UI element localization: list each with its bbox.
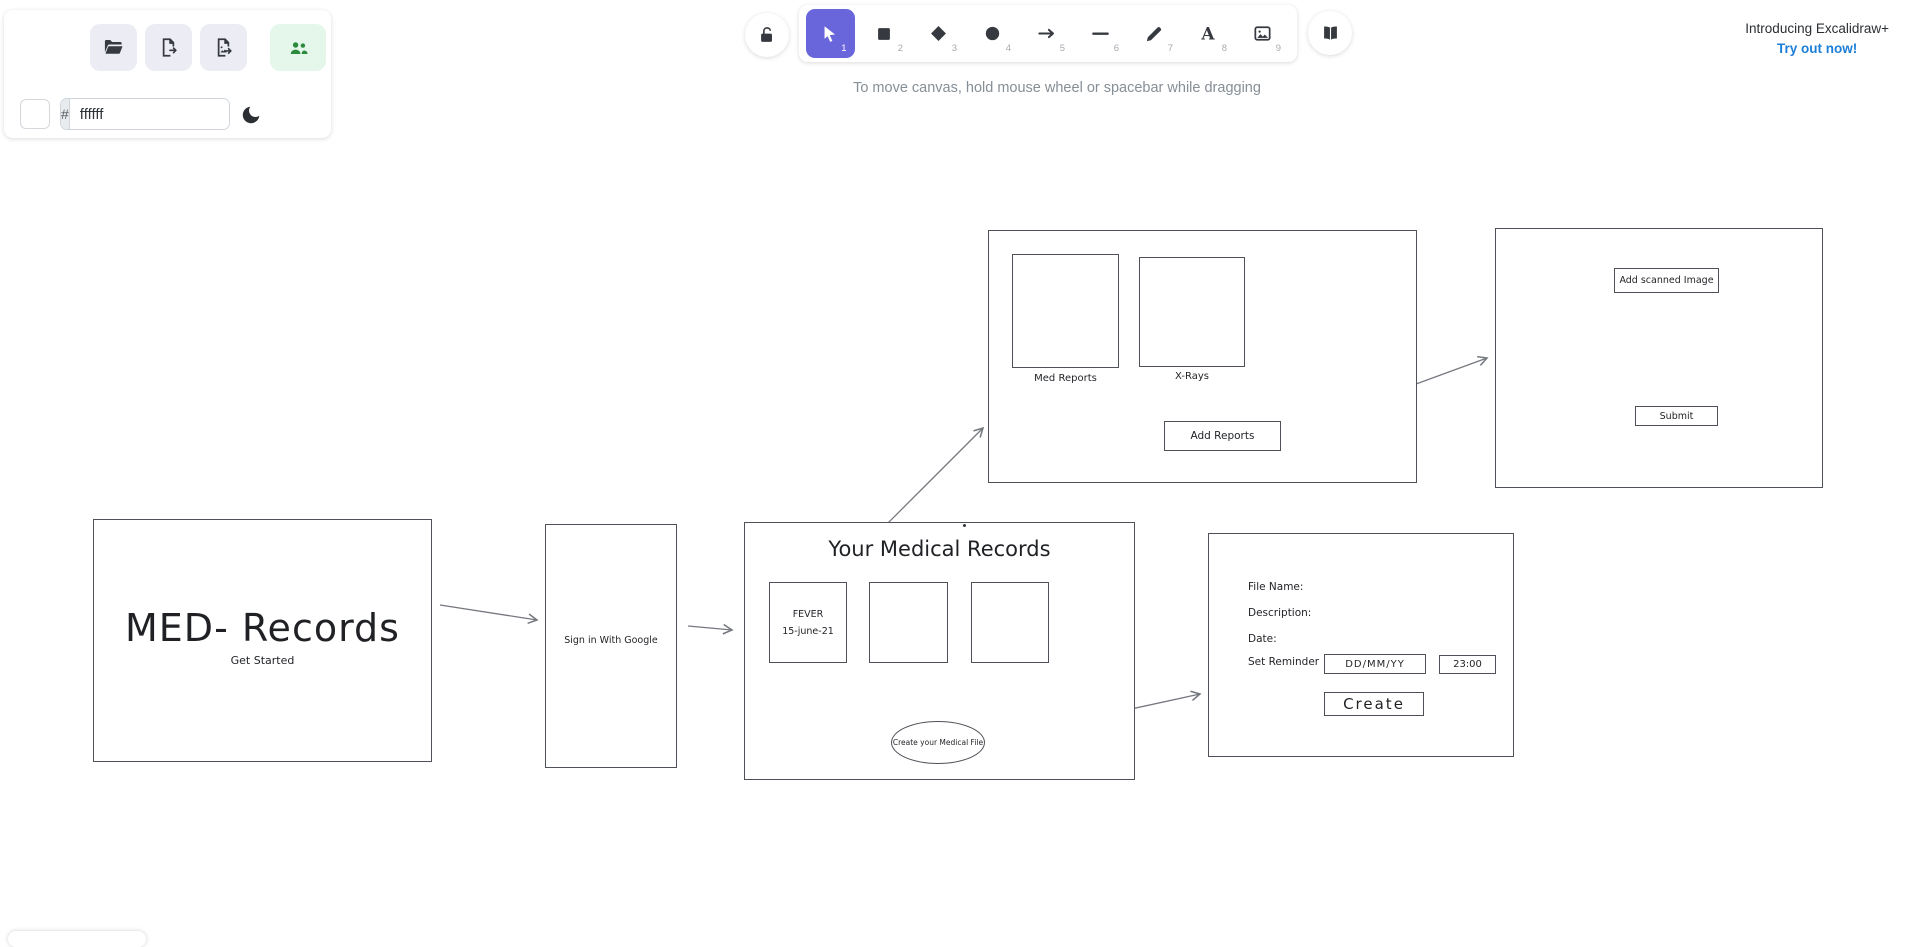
folder-open-icon xyxy=(104,39,123,54)
try-out-now-link[interactable]: Try out now! xyxy=(1777,41,1858,56)
create-label: Create xyxy=(1343,695,1405,713)
add-reports-label: Add Reports xyxy=(1190,430,1255,442)
reminder-form-box[interactable]: File Name: Description: Date: Set Remind… xyxy=(1208,533,1514,757)
time-input-box[interactable]: 23:00 xyxy=(1439,655,1496,674)
selection-cursor-icon xyxy=(824,25,835,42)
arrow-icon xyxy=(1037,28,1054,39)
pencil-icon xyxy=(1146,26,1162,41)
lock-button[interactable] xyxy=(745,13,789,57)
description-label: Description: xyxy=(1248,607,1312,619)
tool-image[interactable]: 9 xyxy=(1235,9,1289,58)
users-icon xyxy=(290,41,308,54)
create-medical-file-label: Create your Medical File xyxy=(892,738,984,747)
tool-line[interactable]: 6 xyxy=(1073,9,1127,58)
create-button[interactable]: Create xyxy=(1324,692,1424,716)
library-button[interactable] xyxy=(1308,11,1352,55)
get-started-label: Get Started xyxy=(230,654,295,667)
tool-text[interactable]: A 8 xyxy=(1181,9,1235,58)
record-card-empty-2[interactable] xyxy=(971,582,1049,663)
moon-icon xyxy=(242,106,260,124)
export-image-button[interactable] xyxy=(200,24,247,71)
date-input-box[interactable]: DD/MM/YY xyxy=(1324,654,1426,674)
tool-arrow[interactable]: 5 xyxy=(1019,9,1073,58)
theme-toggle-button[interactable] xyxy=(237,101,265,129)
submit-button[interactable]: Submit xyxy=(1635,406,1718,426)
add-reports-button[interactable]: Add Reports xyxy=(1164,421,1281,451)
live-collaboration-button[interactable] xyxy=(270,24,326,71)
scan-box[interactable]: Add scanned Image Submit xyxy=(1495,228,1823,488)
med-reports-label: Med Reports xyxy=(1034,373,1097,384)
record-card-empty-1[interactable] xyxy=(869,582,948,663)
line-icon xyxy=(1091,32,1109,35)
reports-box[interactable]: Med Reports X-Rays Add Reports xyxy=(988,230,1417,483)
unlock-icon xyxy=(761,27,772,42)
add-scanned-image-button[interactable]: Add scanned Image xyxy=(1614,268,1719,293)
file-name-label: File Name: xyxy=(1248,581,1304,593)
med-records-box[interactable]: MED- Records Get Started xyxy=(93,519,432,762)
canvas-color-field: # xyxy=(60,98,230,130)
med-reports-placeholder[interactable] xyxy=(1012,254,1119,368)
med-records-title: MED- Records xyxy=(125,606,400,650)
main-menu-panel: # xyxy=(4,10,331,138)
promo-text: Introducing Excalidraw+ xyxy=(1745,21,1889,36)
date-input-value: DD/MM/YY xyxy=(1345,658,1405,670)
export-file-button[interactable] xyxy=(145,24,192,71)
create-medical-file-ellipse[interactable]: Create your Medical File xyxy=(891,721,985,764)
text-icon: A xyxy=(1200,24,1215,44)
arrow-med-to-signin xyxy=(439,604,539,625)
record-card-fever[interactable]: FEVER 15-june-21 xyxy=(769,582,847,663)
xrays-placeholder[interactable] xyxy=(1139,257,1245,367)
submit-label: Submit xyxy=(1659,410,1694,422)
xrays-label: X-Rays xyxy=(1175,371,1209,382)
canvas-background-swatch[interactable] xyxy=(20,99,50,129)
file-export-icon xyxy=(162,38,177,57)
set-reminder-label: Set Reminder xyxy=(1248,656,1320,668)
book-icon xyxy=(1323,25,1337,40)
diamond-icon xyxy=(930,26,946,41)
ellipse-icon xyxy=(985,26,999,41)
stray-dot xyxy=(963,524,966,527)
medical-records-box[interactable]: Your Medical Records FEVER 15-june-21 Cr… xyxy=(744,522,1135,780)
hex-prefix: # xyxy=(61,99,70,129)
sign-in-box[interactable]: Sign in With Google xyxy=(545,524,677,768)
canvas-hint: To move canvas, hold mouse wheel or spac… xyxy=(853,80,1261,96)
tool-rectangle[interactable]: 2 xyxy=(857,9,911,58)
time-input-value: 23:00 xyxy=(1453,659,1482,670)
svg-text:A: A xyxy=(1200,24,1215,44)
rectangle-icon xyxy=(878,27,890,40)
tool-ellipse[interactable]: 4 xyxy=(965,9,1019,58)
sign-in-label: Sign in With Google xyxy=(564,635,658,646)
fever-line2: 15-june-21 xyxy=(782,625,834,637)
add-scanned-image-label: Add scanned Image xyxy=(1619,275,1714,286)
canvas-color-input[interactable] xyxy=(69,99,229,129)
open-file-button[interactable] xyxy=(90,24,137,71)
image-export-icon xyxy=(217,38,232,57)
fever-line1: FEVER xyxy=(792,608,824,620)
tool-island: 1 2 3 4 5 6 7 A xyxy=(799,5,1297,62)
date-label: Date: xyxy=(1248,633,1277,645)
tool-diamond[interactable]: 3 xyxy=(911,9,965,58)
tool-draw[interactable]: 7 xyxy=(1127,9,1181,58)
excalidraw-plus-promo: Introducing Excalidraw+ Try out now! xyxy=(1745,21,1889,56)
image-icon xyxy=(1253,26,1271,41)
zoom-panel-peek[interactable] xyxy=(8,931,146,947)
tool-selection[interactable]: 1 xyxy=(805,9,855,58)
medical-records-title: Your Medical Records xyxy=(828,537,1051,561)
arrow-signin-to-records xyxy=(687,623,734,635)
